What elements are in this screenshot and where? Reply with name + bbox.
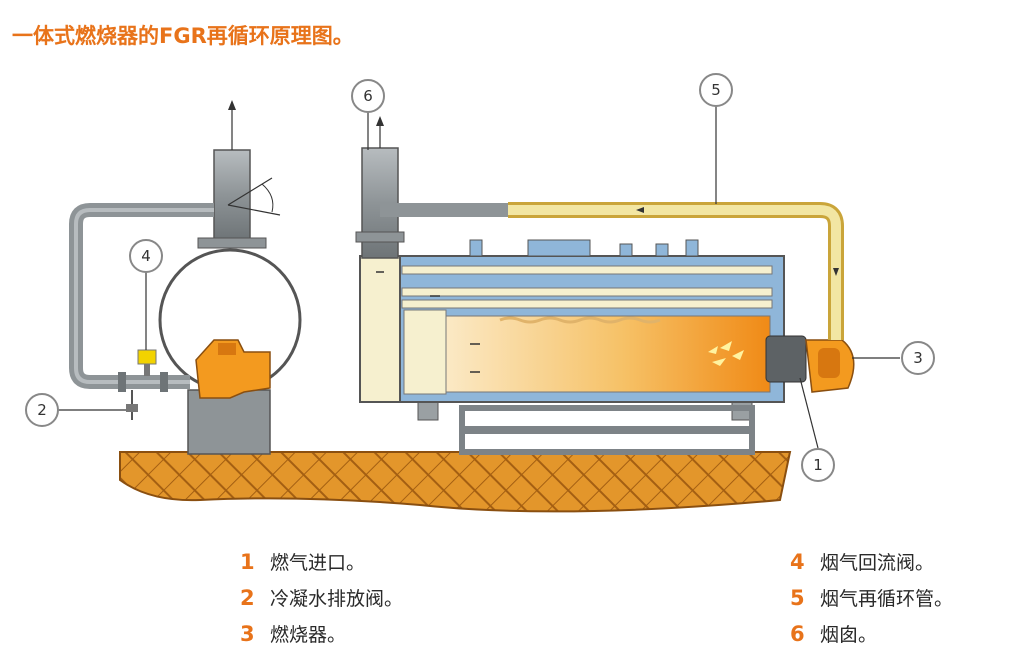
rear-chamber bbox=[403, 309, 447, 395]
legend-number: 6 bbox=[790, 622, 805, 646]
legend-number: 1 bbox=[240, 550, 255, 574]
callout-4: 4 bbox=[129, 239, 163, 350]
boiler-pedestal bbox=[187, 389, 271, 455]
legend-text: 烟气回流阀。 bbox=[820, 552, 935, 574]
callout-label-4: 4 bbox=[141, 247, 151, 265]
callout-label-1: 1 bbox=[813, 456, 823, 474]
legend-item-6: 6 烟囱。 bbox=[790, 620, 877, 647]
legend-text: 燃气进口。 bbox=[270, 552, 366, 574]
legend-number: 2 bbox=[240, 586, 255, 610]
callout-6: 6 bbox=[351, 79, 385, 150]
flame bbox=[708, 341, 744, 366]
ground bbox=[119, 451, 792, 513]
burner-left bbox=[195, 339, 271, 399]
callout-label-5: 5 bbox=[711, 81, 721, 99]
burner-head bbox=[765, 335, 807, 383]
legend-item-2: 2 冷凝水排放阀。 bbox=[240, 584, 403, 611]
callout-label-3: 3 bbox=[913, 349, 923, 367]
legend-text: 烟囱。 bbox=[820, 624, 878, 646]
legend-item-4: 4 烟气回流阀。 bbox=[790, 548, 934, 575]
boiler-end-view bbox=[69, 100, 302, 455]
legend-number: 3 bbox=[240, 622, 255, 646]
callout-3: 3 bbox=[852, 341, 935, 375]
callout-2: 2 bbox=[25, 393, 126, 427]
callout-label-6: 6 bbox=[363, 87, 373, 105]
callout-5: 5 bbox=[699, 73, 733, 204]
legend-item-3: 3 燃烧器。 bbox=[240, 620, 346, 647]
legend-text: 燃烧器。 bbox=[270, 624, 347, 646]
callout-1: 1 bbox=[799, 377, 835, 482]
fgr-valve-left bbox=[137, 349, 157, 365]
furnace bbox=[445, 315, 771, 393]
callout-label-2: 2 bbox=[37, 401, 47, 419]
legend-text: 冷凝水排放阀。 bbox=[270, 588, 404, 610]
boiler-side-view bbox=[355, 116, 855, 455]
legend-text: 烟气再循环管。 bbox=[820, 588, 954, 610]
legend-number: 5 bbox=[790, 586, 805, 610]
smoke-box bbox=[359, 255, 401, 403]
legend-item-1: 1 燃气进口。 bbox=[240, 548, 365, 575]
legend-item-5: 5 烟气再循环管。 bbox=[790, 584, 953, 611]
legend-number: 4 bbox=[790, 550, 805, 574]
diagram-title: 一体式燃烧器的FGR再循环原理图。 bbox=[12, 24, 354, 48]
